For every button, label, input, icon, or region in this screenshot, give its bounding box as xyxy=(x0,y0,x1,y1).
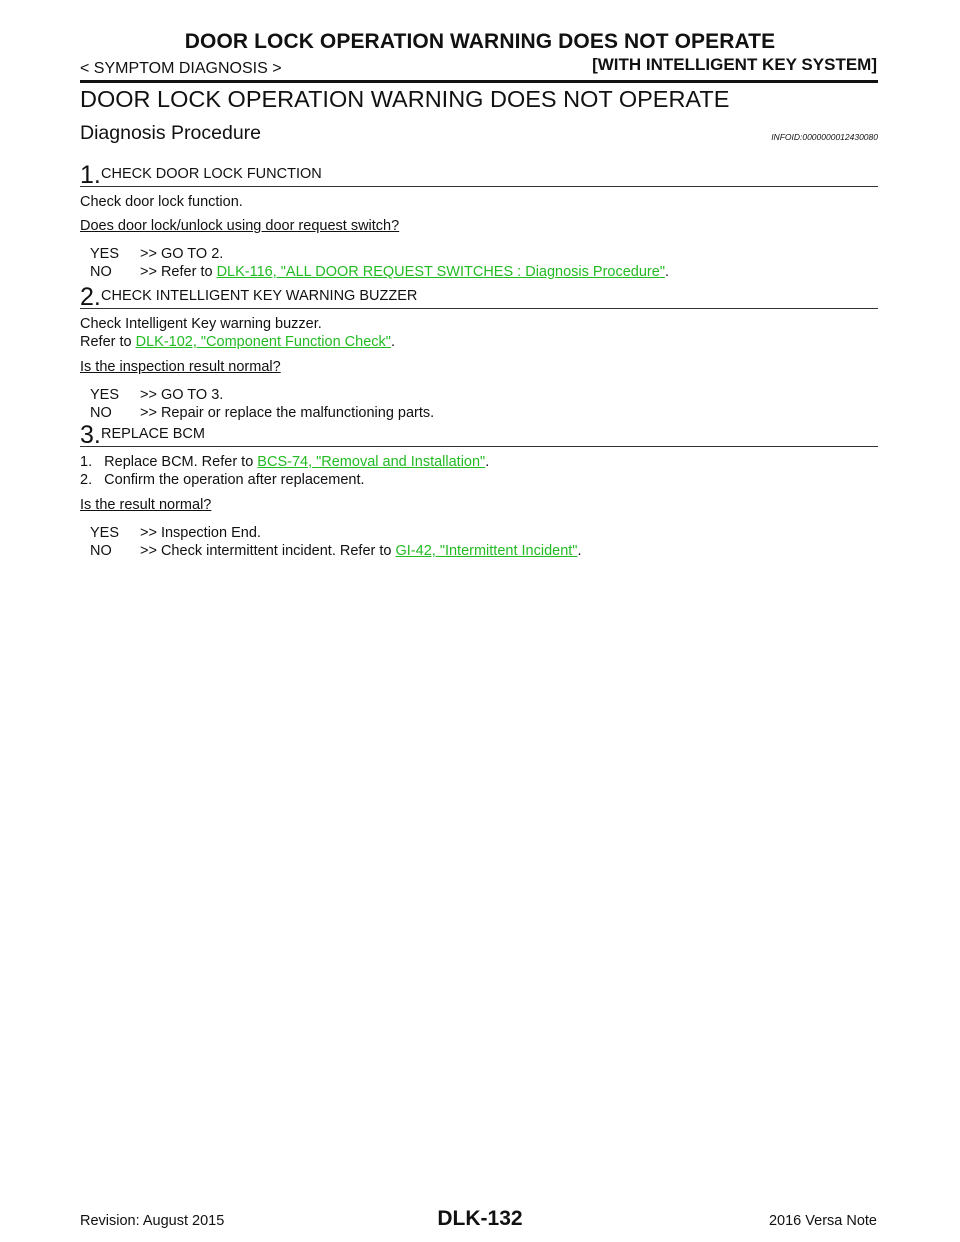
step-number: 3. xyxy=(80,421,101,449)
step-1: 1. CHECK DOOR LOCK FUNCTION Check door l… xyxy=(80,160,878,281)
subsection-header: Diagnosis Procedure INFOID:0000000012430… xyxy=(80,122,878,148)
step-item: 1. Replace BCM. Refer to BCS-74, "Remova… xyxy=(80,453,878,471)
reference-link[interactable]: BCS-74, "Removal and Installation" xyxy=(257,454,486,470)
answer-text: >> Repair or replace the malfunctioning … xyxy=(140,405,435,421)
step-body: Check Intelligent Key warning buzzer. xyxy=(80,316,322,332)
answer-text: >> Check intermittent incident. Refer to xyxy=(140,543,396,559)
step-2: 2. CHECK INTELLIGENT KEY WARNING BUZZER … xyxy=(80,282,878,422)
answer-text: >> GO TO 3. xyxy=(140,387,224,403)
answer-no: NO >> Check intermittent incident. Refer … xyxy=(80,542,878,560)
step-header: 3. REPLACE BCM xyxy=(80,420,878,449)
step-question: Is the result normal? xyxy=(80,497,212,513)
answer-suffix: . xyxy=(664,264,670,280)
answer-text: >> GO TO 2. xyxy=(140,246,224,262)
answer-text: >> Refer to xyxy=(140,264,217,280)
step-number: 2. xyxy=(80,283,101,311)
step-question: Does door lock/unlock using door request… xyxy=(80,218,400,234)
item-text: 1. Replace BCM. Refer to xyxy=(80,454,258,470)
reference-link[interactable]: DLK-102, "Component Function Check" xyxy=(135,334,391,350)
section-title: DOOR LOCK OPERATION WARNING DOES NOT OPE… xyxy=(80,86,730,112)
answer-no: NO >> Refer to DLK-116, "ALL DOOR REQUEST… xyxy=(80,263,878,281)
subsection-title: Diagnosis Procedure xyxy=(80,122,262,144)
step-label: CHECK DOOR LOCK FUNCTION xyxy=(101,166,322,182)
reference-link[interactable]: DLK-116, "ALL DOOR REQUEST SWITCHES : Di… xyxy=(216,264,665,280)
answer-key: YES xyxy=(90,525,120,541)
step-question: Is the inspection result normal? xyxy=(80,359,281,375)
step-label: REPLACE BCM xyxy=(101,426,205,442)
answer-text: >> Inspection End. xyxy=(140,525,261,541)
answer-no: NO >> Repair or replace the malfunctionin… xyxy=(80,404,878,422)
step-body: Check door lock function. xyxy=(80,194,243,210)
answer-key: NO xyxy=(90,405,112,421)
answer-yes: YES >> GO TO 3. xyxy=(80,386,878,404)
header-divider xyxy=(80,80,878,83)
answer-suffix: . xyxy=(577,543,582,559)
step-header: 2. CHECK INTELLIGENT KEY WARNING BUZZER xyxy=(80,282,878,311)
footer-model: 2016 Versa Note xyxy=(768,1213,877,1229)
answer-key: YES xyxy=(90,246,120,262)
step-body-ref: Refer to DLK-102, "Component Function Ch… xyxy=(80,333,878,351)
answer-key: NO xyxy=(90,264,112,280)
answer-key: NO xyxy=(90,543,112,559)
ref-suffix: . xyxy=(390,334,395,350)
answer-yes: YES >> Inspection End. xyxy=(80,524,878,542)
step-header: 1. CHECK DOOR LOCK FUNCTION xyxy=(80,160,878,189)
header-section-label: < SYMPTOM DIAGNOSIS > xyxy=(80,60,282,77)
header-system-label: [WITH INTELLIGENT KEY SYSTEM] xyxy=(592,55,877,74)
reference-link[interactable]: GI-42, "Intermittent Incident" xyxy=(395,543,578,559)
ref-prefix: Refer to xyxy=(80,334,136,350)
step-3: 3. REPLACE BCM 1. Replace BCM. Refer to … xyxy=(80,420,878,560)
footer-page-number: DLK-132 xyxy=(437,1207,523,1230)
answer-yes: YES >> GO TO 2. xyxy=(80,245,878,263)
answer-key: YES xyxy=(90,387,120,403)
step-number: 1. xyxy=(80,161,101,189)
footer-revision: Revision: August 2015 xyxy=(80,1213,225,1229)
page-header-title: DOOR LOCK OPERATION WARNING DOES NOT OPE… xyxy=(184,30,776,53)
step-item: 2. Confirm the operation after replaceme… xyxy=(80,472,365,488)
item-suffix: . xyxy=(485,454,490,470)
info-id: INFOID:0000000012430080 xyxy=(771,132,878,142)
step-label: CHECK INTELLIGENT KEY WARNING BUZZER xyxy=(101,288,418,304)
